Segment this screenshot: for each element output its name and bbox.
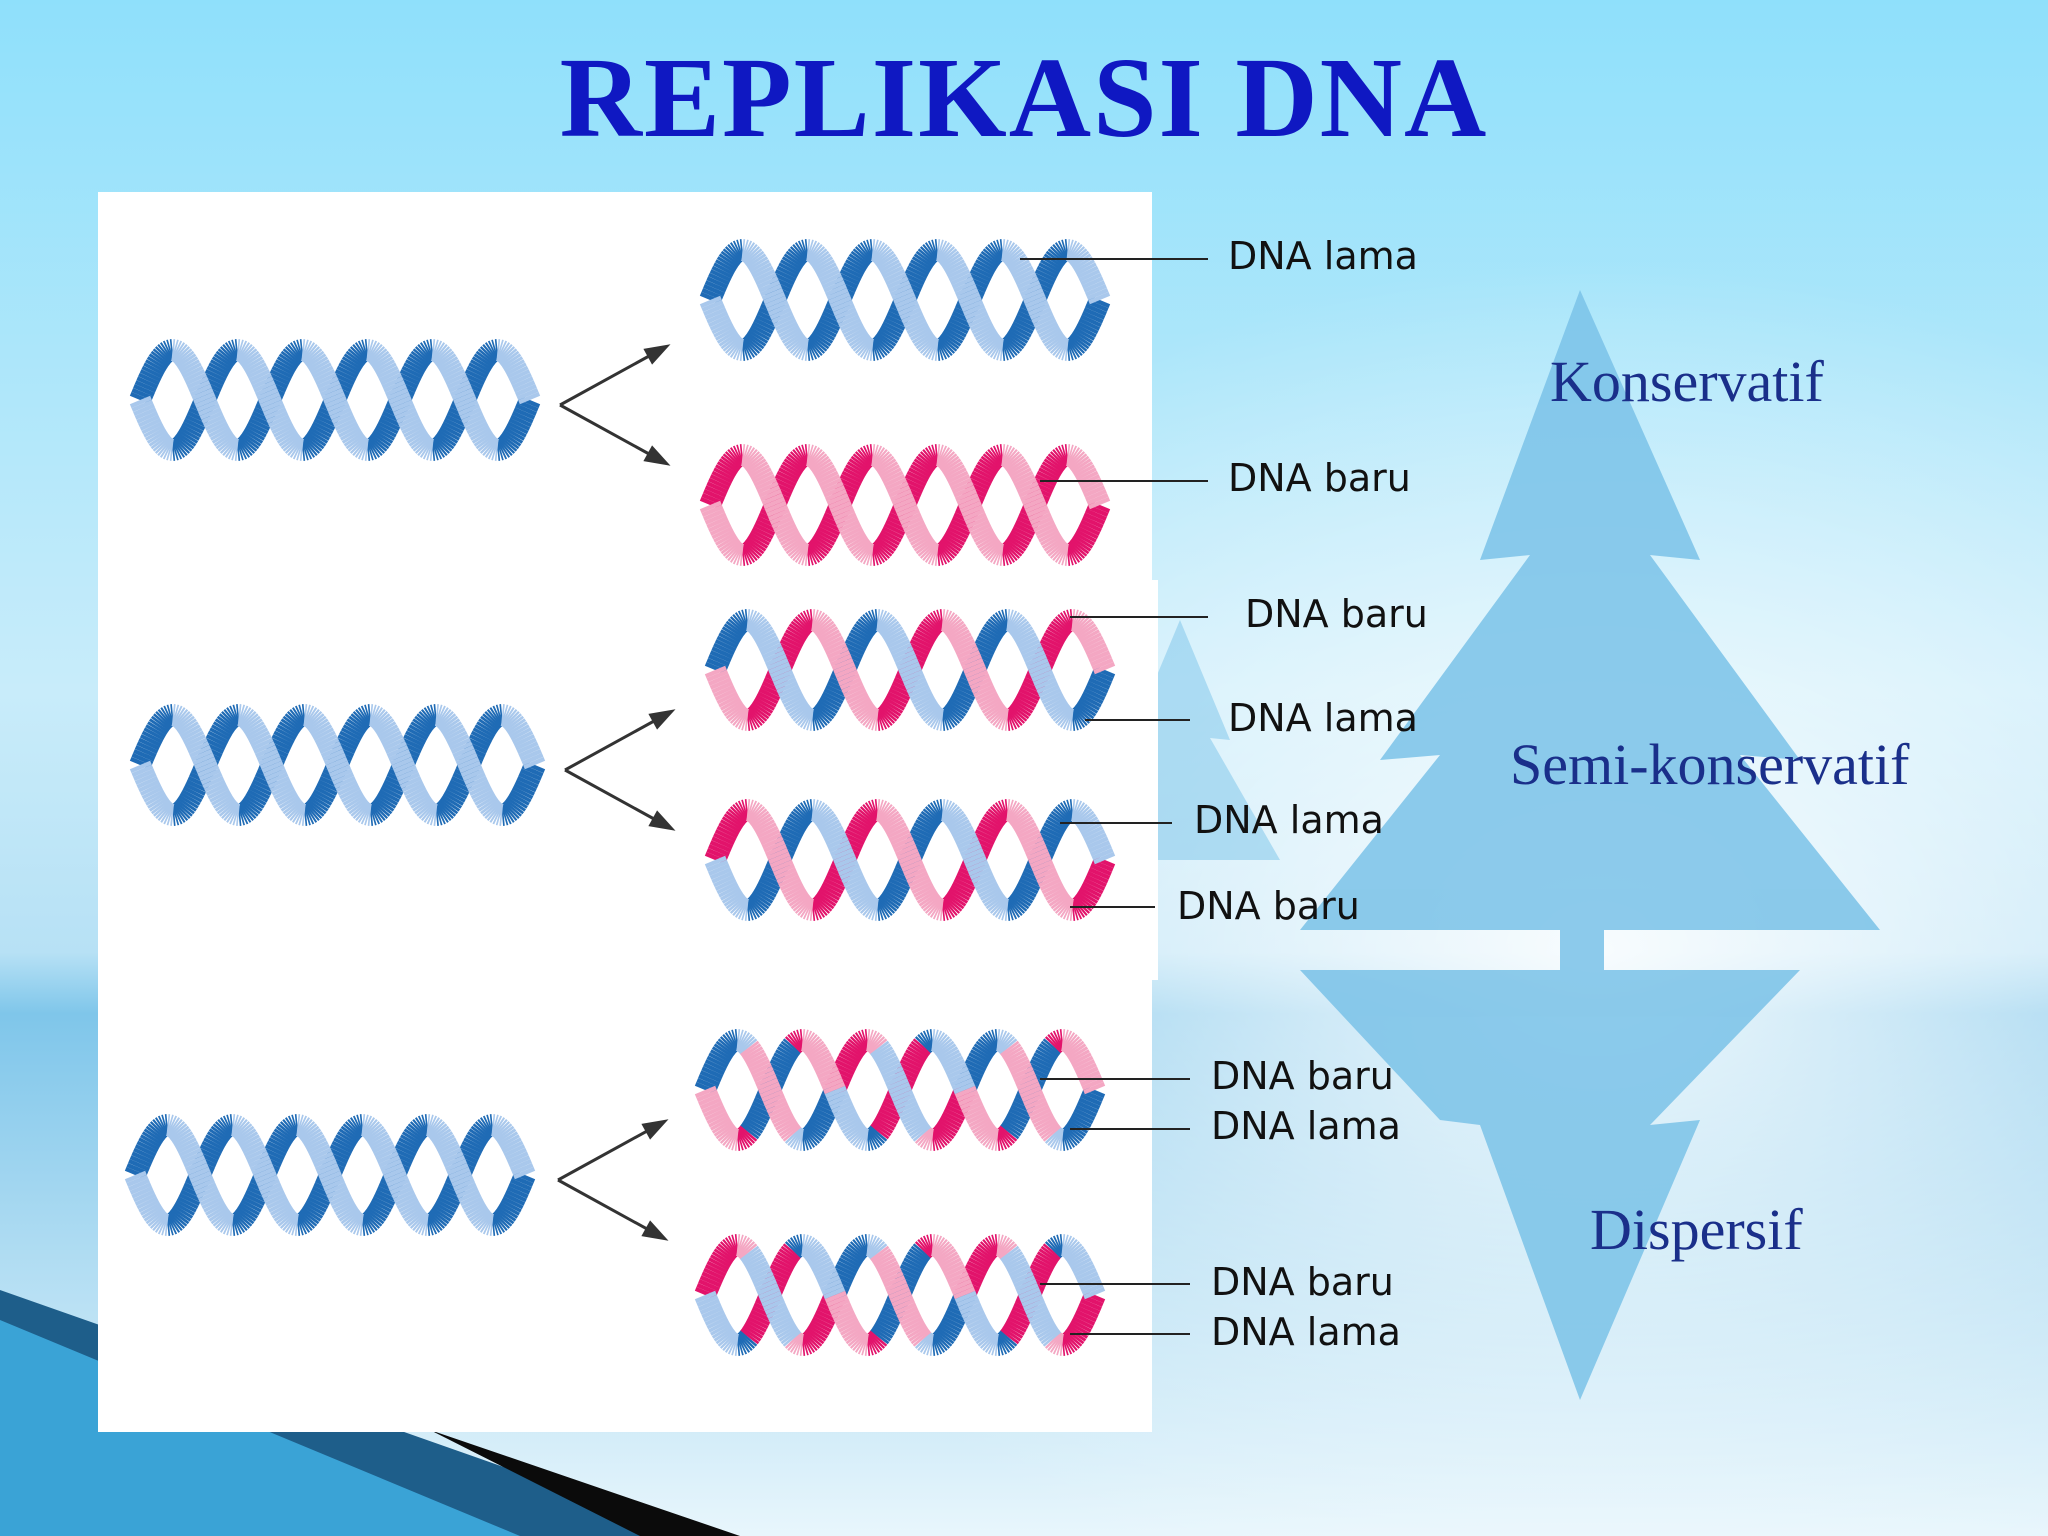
label-dispersif-old-2: DNA lama bbox=[1211, 1310, 1401, 1354]
label-semi-new-2: DNA baru bbox=[1177, 884, 1360, 928]
arrows-dispersif bbox=[557, 1119, 669, 1241]
daughter-helix-dispersif-2 bbox=[694, 1234, 1106, 1356]
parent-helix-dispersif bbox=[124, 1114, 536, 1236]
label-dispersif-new-2: DNA baru bbox=[1211, 1260, 1394, 1304]
label-dispersif-new-1: DNA baru bbox=[1211, 1054, 1394, 1098]
label-dispersif-old-1: DNA lama bbox=[1211, 1104, 1401, 1148]
label-konservatif-old: DNA lama bbox=[1228, 234, 1418, 278]
model-name-semi-konservatif: Semi-konservatif bbox=[1510, 732, 1910, 797]
label-semi-old-2: DNA lama bbox=[1194, 798, 1384, 842]
daughter-helix-semi-1 bbox=[704, 609, 1116, 731]
page-title: REPLIKASI DNA bbox=[559, 34, 1489, 161]
daughter-helix-konservatif-old bbox=[699, 239, 1111, 361]
arrows-konservatif bbox=[559, 344, 671, 466]
arrows-semi bbox=[564, 709, 676, 831]
label-semi-old-1: DNA lama bbox=[1228, 696, 1418, 740]
parent-helix-semi bbox=[129, 704, 546, 826]
parent-helix-konservatif bbox=[129, 339, 541, 461]
daughter-helix-semi-2 bbox=[704, 799, 1116, 921]
bottom-swoosh-black bbox=[430, 1430, 740, 1536]
label-semi-new-1: DNA baru bbox=[1245, 592, 1428, 636]
model-name-konservatif: Konservatif bbox=[1550, 349, 1824, 414]
label-konservatif-new: DNA baru bbox=[1228, 456, 1411, 500]
tree-silhouette bbox=[1300, 290, 1880, 1400]
daughter-helix-konservatif-new bbox=[699, 444, 1111, 566]
daughter-helix-dispersif-1 bbox=[694, 1029, 1106, 1151]
model-name-dispersif: Dispersif bbox=[1590, 1197, 1803, 1262]
